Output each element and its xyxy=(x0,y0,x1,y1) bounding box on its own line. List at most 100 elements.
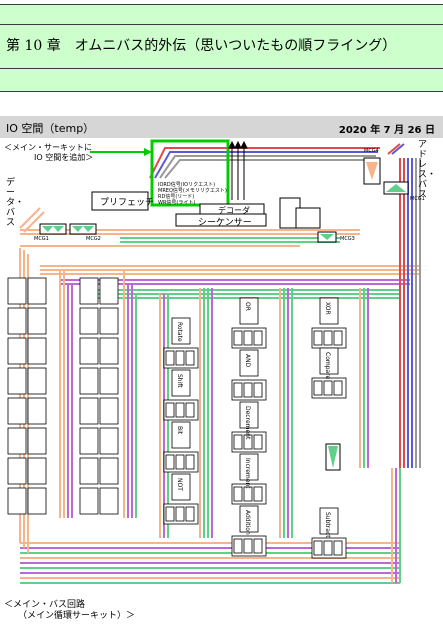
alu-unit-reg-cell xyxy=(175,402,185,418)
alu-unit-reg-cell xyxy=(185,454,195,470)
alu-unit-reg-cell xyxy=(253,486,263,502)
register-cell xyxy=(27,307,47,335)
unit-label: Rotate xyxy=(176,322,183,342)
register-cell xyxy=(99,457,119,485)
io-signal-iord: IORD信号(IOリクエスト) xyxy=(158,182,216,188)
unit-column-2 xyxy=(231,297,267,557)
alu-unit-reg-cell xyxy=(233,382,243,398)
register-cell xyxy=(99,367,119,395)
unit-label: NOT xyxy=(176,478,183,491)
alu-unit-reg-cell xyxy=(233,434,243,450)
alu-unit-reg-cell xyxy=(243,538,253,554)
register-cell xyxy=(7,337,27,365)
alu-unit-reg-cell xyxy=(313,330,323,346)
register-block-right xyxy=(79,277,119,515)
register-cell xyxy=(79,277,99,305)
register-cell xyxy=(99,337,119,365)
alu-unit-reg-cell xyxy=(175,454,185,470)
register-cell xyxy=(27,337,47,365)
alu-unit-reg-cell xyxy=(233,486,243,502)
alu-unit-reg-cell xyxy=(323,380,333,396)
alu-unit-box xyxy=(239,349,259,377)
main-bus-line1: ＜メイン・バス回路 xyxy=(4,600,86,610)
unit-label: OR xyxy=(244,302,251,311)
register-cell xyxy=(79,337,99,365)
mcg4-label: MCG4 xyxy=(364,148,379,154)
register-cell xyxy=(7,397,27,425)
io-signal-list: IORD信号(IOリクエスト) MREQ信号(メモリリクエスト) RD信号(リー… xyxy=(158,182,227,206)
alu-unit-box xyxy=(171,317,191,345)
alu-unit-reg-cell xyxy=(253,538,263,554)
alu-unit-reg-cell xyxy=(165,402,175,418)
io-signal-rd: RD信号(リード) xyxy=(158,194,195,200)
data-bus-label: データ・バス xyxy=(6,178,25,228)
register-cell xyxy=(7,487,27,515)
register-cell xyxy=(79,307,99,335)
alu-unit-reg-cell xyxy=(175,506,185,522)
alu-unit-reg-cell xyxy=(323,330,333,346)
io-signal-mreq: MREQ信号(メモリリクエスト) xyxy=(158,188,227,194)
io-signal-wr: WR信号(ライト) xyxy=(158,200,196,206)
unit-label: Shift xyxy=(176,374,183,388)
alu-unit-reg-cell xyxy=(243,434,253,450)
alu-unit-reg-cell xyxy=(323,540,333,556)
main-circuit-note-line1: ＜メイン・サーキットに xyxy=(4,143,92,152)
alu-unit-box xyxy=(319,347,339,375)
alu-unit-box xyxy=(239,453,259,481)
mcg-gates xyxy=(39,157,409,471)
mcg1-left-label: MCG1 xyxy=(34,236,49,242)
register-cell xyxy=(7,277,27,305)
unit-label: Compare xyxy=(324,352,331,380)
address-bus-label: アドレス・バス xyxy=(418,140,437,200)
unit-label: Addition xyxy=(244,510,251,535)
register-cell xyxy=(27,277,47,305)
alu-unit-reg-cell xyxy=(253,434,263,450)
register-cell xyxy=(79,367,99,395)
register-cell xyxy=(7,457,27,485)
register-cell xyxy=(79,397,99,425)
mcg2-label: MCG2 xyxy=(86,236,101,242)
alu-unit-reg-cell xyxy=(185,402,195,418)
alu-unit-reg-cell xyxy=(165,454,175,470)
alu-unit-box xyxy=(319,297,339,325)
register-cell xyxy=(27,397,47,425)
section-bar xyxy=(0,116,443,138)
register-cell xyxy=(99,487,119,515)
unit-column-3 xyxy=(311,297,347,559)
header-band-top xyxy=(0,4,443,24)
unit-label: Increment xyxy=(244,458,251,489)
unit-label: XOR xyxy=(324,302,331,315)
alu-unit-box xyxy=(171,369,191,397)
register-cell xyxy=(99,307,119,335)
prefetch-label: プリフェッチ xyxy=(100,198,155,208)
register-cell xyxy=(7,367,27,395)
register-cell xyxy=(27,457,47,485)
io-pointer-arrowhead xyxy=(144,148,152,156)
register-cell xyxy=(27,367,47,395)
alu-unit-reg-cell xyxy=(243,486,253,502)
prefetch-box xyxy=(91,191,149,211)
register-block-left xyxy=(7,277,47,515)
unit-label: Bit xyxy=(176,426,183,435)
unit-column-1 xyxy=(163,317,199,525)
alu-unit-box xyxy=(239,401,259,429)
main-circuit-note-line2: IO 空間を追加＞ xyxy=(34,153,94,162)
alu-unit-reg-cell xyxy=(333,380,343,396)
sequencer-label: シーケンサー xyxy=(198,218,252,228)
unit-label: Subtract xyxy=(324,512,331,538)
register-cell xyxy=(99,427,119,455)
io-space-diagram xyxy=(7,139,421,584)
alu-unit-reg-cell xyxy=(313,380,323,396)
main-bus-line2: （メイン循環サーキット）＞ xyxy=(18,611,136,621)
section-title: IO 空間（temp） xyxy=(6,122,95,135)
alu-unit-box xyxy=(319,507,339,535)
register-cell xyxy=(79,487,99,515)
alu-unit-reg-cell xyxy=(185,506,195,522)
sequencer-box xyxy=(175,213,267,227)
decoder-label: デコーダ xyxy=(218,206,250,215)
register-cell xyxy=(79,457,99,485)
alu-unit-reg-cell xyxy=(165,506,175,522)
main-bus-circuit-label: ＜メイン・バス回路 （メイン循環サーキット）＞ xyxy=(4,600,135,622)
register-cell xyxy=(27,487,47,515)
alu-unit-reg-cell xyxy=(243,330,253,346)
